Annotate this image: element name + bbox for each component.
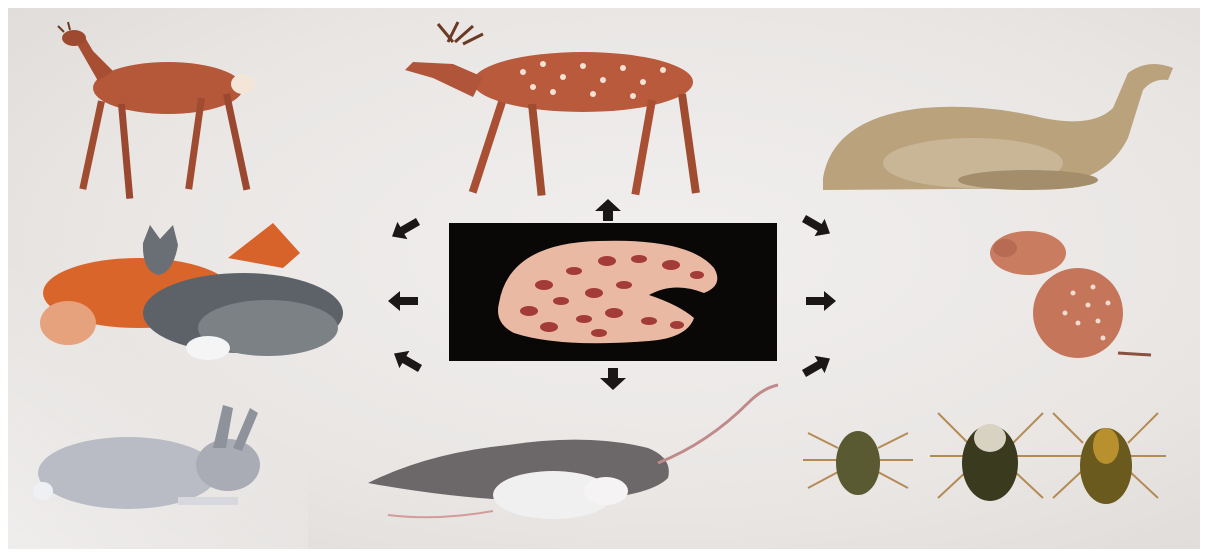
arrow-down-right-icon [800, 353, 834, 379]
spotted-deer-illustration [393, 22, 713, 202]
poster-canvas [8, 8, 1200, 549]
arrow-up-icon [591, 197, 625, 223]
arrow-up-left-icon [388, 216, 422, 242]
diseased-organ-illustration [449, 223, 777, 361]
fox-pair-illustration [38, 213, 348, 368]
ground-squirrel-illustration [983, 223, 1153, 363]
roe-deer-illustration [38, 26, 268, 206]
arrow-down-left-icon [390, 348, 424, 374]
arrow-right-icon [804, 288, 838, 314]
tick-trio-illustration [798, 398, 1168, 523]
hare-illustration [28, 403, 268, 513]
arrow-left-icon [386, 288, 420, 314]
arrow-down-icon [596, 366, 630, 392]
camel-illustration [813, 48, 1173, 193]
rat-pair-illustration [368, 383, 788, 523]
arrow-up-right-icon [800, 213, 834, 239]
diseased-organ-panel [449, 223, 777, 361]
